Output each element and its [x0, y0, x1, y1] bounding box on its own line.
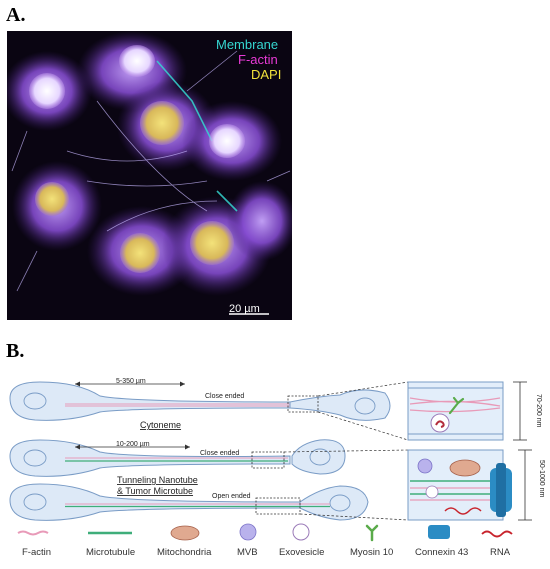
tnt-name-line1: Tunneling Nanotube [117, 475, 198, 485]
legend-label-microtubule: Microtubule [86, 547, 135, 558]
cytoneme-name: Cytoneme [140, 420, 181, 430]
tnt-open-diagram: Open ended [9, 483, 369, 521]
channel-label-dapi: DAPI [251, 67, 282, 82]
legend-label-myosin-10: Myosin 10 [350, 547, 393, 558]
f-actin-icon [17, 530, 49, 536]
legend-item-rna: RNA [481, 530, 513, 558]
rna-icon [481, 530, 513, 538]
legend-label-connexin-43: Connexin 43 [415, 547, 468, 558]
tnt-diameter-label: 50-1000 nm [538, 460, 545, 498]
legend-item-myosin-10: Myosin 10 [350, 524, 393, 558]
panel-b-label: B. [6, 340, 25, 362]
connexin-icon [428, 525, 450, 539]
tnt-diameter: 50-1000 nm [518, 449, 545, 521]
cytoneme-diameter-label: 70-200 nm [535, 394, 542, 428]
mvb-icon [239, 523, 257, 541]
fluorescence-micrograph [7, 31, 292, 320]
legend-label-exovesicle: Exovesicle [279, 547, 324, 558]
tnt-close-ended-label: Close ended [200, 450, 239, 457]
tnt-name-line2: & Tumor Microtube [117, 486, 193, 496]
myosin-icon [365, 524, 379, 542]
tnt-closed-diagram: 10-200 µm Close ended [9, 439, 346, 477]
tnt-zoom-inset [407, 449, 512, 521]
legend-item-microtubule: Microtubule [86, 531, 135, 558]
legend-item-exovesicle: Exovesicle [279, 523, 324, 558]
tnt-length: 10-200 µm [116, 441, 150, 448]
channel-label-f-actin: F-actin [238, 52, 278, 67]
exovesicle-icon [292, 523, 310, 541]
cytoneme-diameter: 70-200 nm [513, 381, 542, 441]
scale-bar-label: 20 µm [229, 303, 260, 315]
cytoneme-diagram: 5-350 µm Close ended Cytoneme [9, 378, 391, 430]
protrusion-schematic: 5-350 µm Close ended Cytoneme 10-200 µm … [9, 378, 545, 558]
cytoneme-end-label: Close ended [205, 393, 244, 400]
legend-label-mitochondria: Mitochondria [157, 547, 212, 558]
mitochondria-icon [170, 525, 200, 541]
cytoneme-length: 5-350 µm [116, 378, 146, 385]
channel-label-membrane: Membrane [216, 37, 279, 52]
legend-item-mitochondria: Mitochondria [157, 525, 212, 558]
panel-a-label: A. [6, 4, 26, 26]
legend-item-mvb: MVB [237, 523, 258, 558]
legend-item-connexin-43: Connexin 43 [415, 525, 468, 558]
legend: F-actin Microtubule Mitochondria MVB Exo… [17, 523, 513, 558]
legend-label-rna: RNA [490, 547, 511, 558]
legend-item-f-actin: F-actin [17, 530, 51, 558]
legend-label-f-actin: F-actin [22, 547, 51, 558]
cytoneme-zoom-inset [407, 381, 504, 441]
legend-label-mvb: MVB [237, 547, 258, 558]
tnt-open-ended-label: Open ended [212, 493, 251, 500]
